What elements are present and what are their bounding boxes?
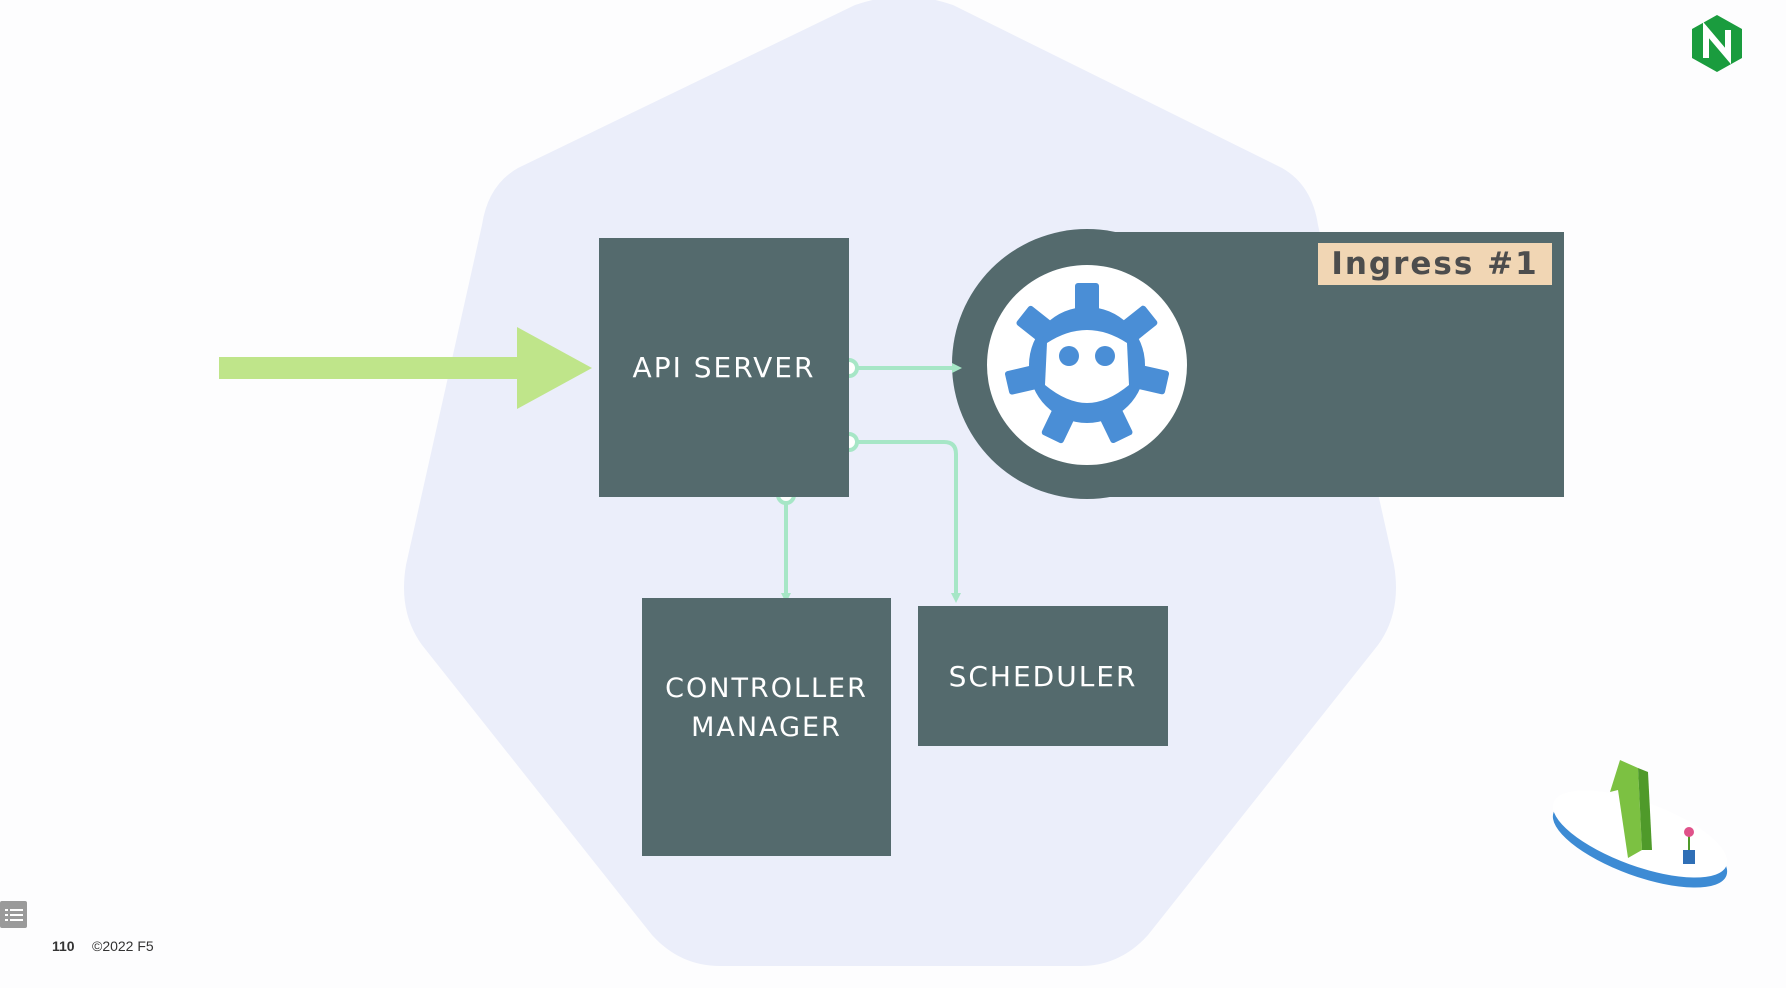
incoming-request-arrow <box>219 327 592 409</box>
controller-manager-box: CONTROLLER MANAGER <box>642 598 891 856</box>
controller-manager-label-line2: MANAGER <box>691 712 842 743</box>
ingress-label: Ingress #1 <box>1318 243 1552 285</box>
copyright: ©2022 F5 <box>92 938 154 954</box>
menu-list-glyph <box>4 908 23 921</box>
scheduler-box: SCHEDULER <box>918 606 1168 746</box>
controller-manager-label-line1: CONTROLLER <box>665 673 868 704</box>
api-server-box: API SERVER <box>599 238 849 497</box>
etcd-icon <box>987 265 1187 465</box>
nginx-logo <box>1692 15 1742 72</box>
connectors <box>784 366 958 598</box>
api-to-scheduler-connector <box>849 440 958 598</box>
scheduler-label: SCHEDULER <box>948 659 1138 693</box>
menu-list-icon[interactable] <box>0 901 27 928</box>
cloud-number-one-illustration <box>1552 760 1728 888</box>
page-number: 110 <box>52 938 75 954</box>
api-server-label: API SERVER <box>632 351 816 384</box>
